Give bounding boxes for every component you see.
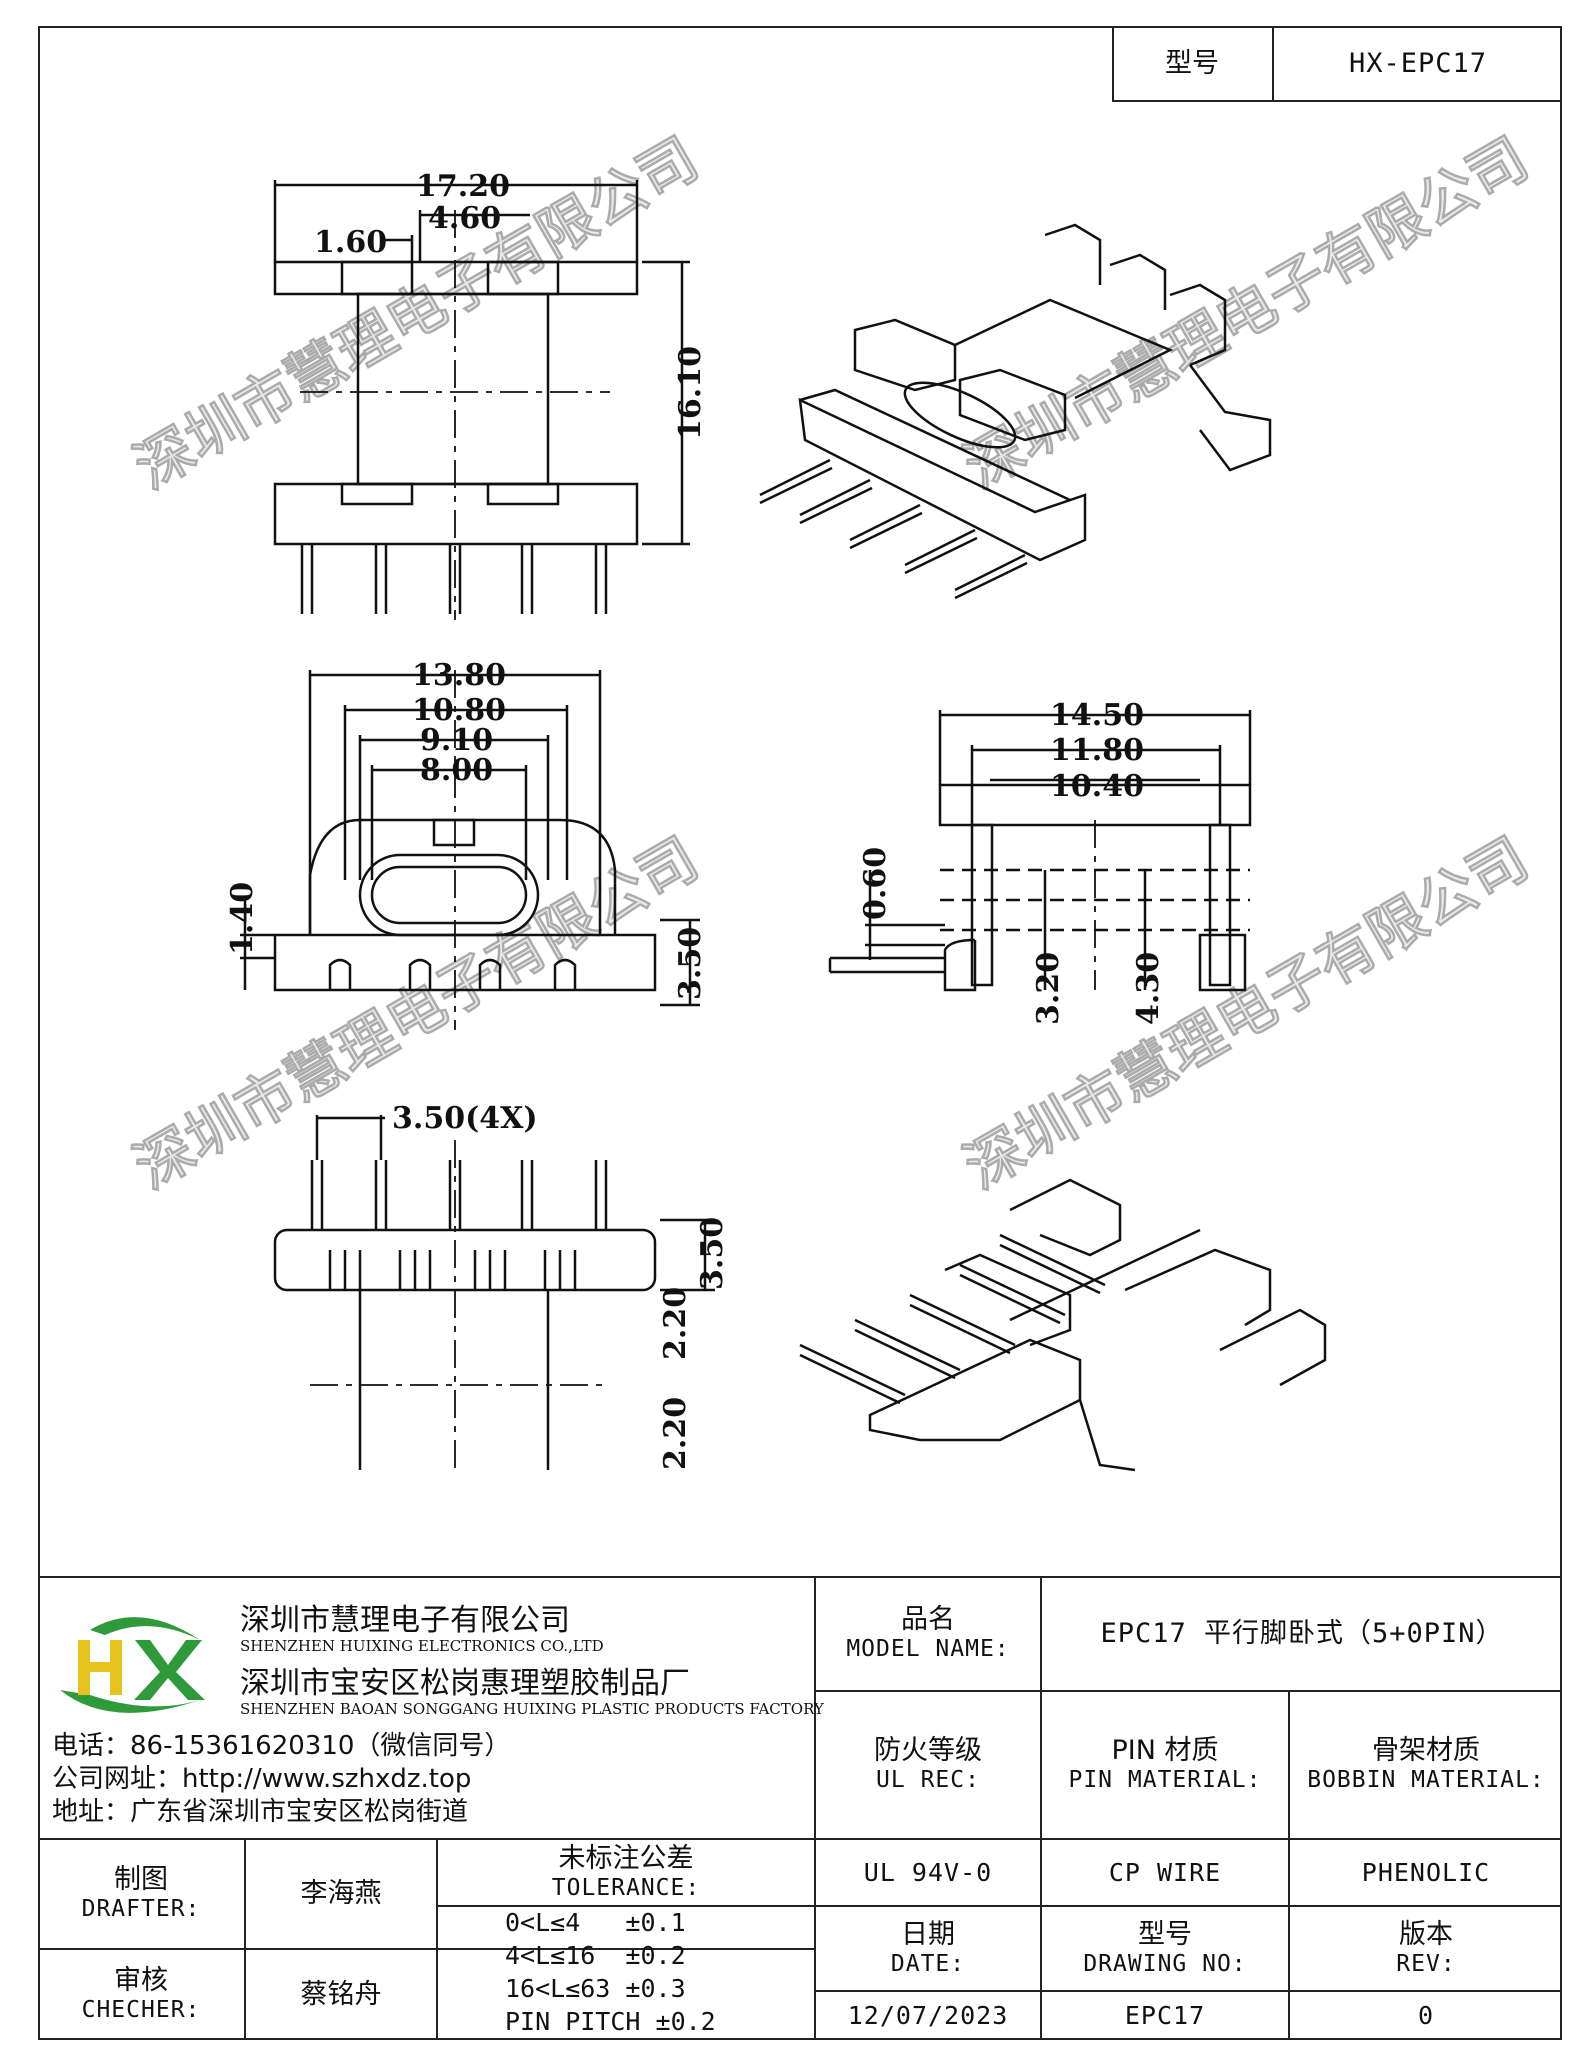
header-model-label: 型号 [1165, 47, 1219, 79]
pin-material-label: PIN 材质 PIN MATERIAL: [1042, 1692, 1288, 1838]
dim-14-50: 14.50 [1050, 698, 1144, 733]
dim-1-40: 1.40 [225, 882, 260, 955]
company-logo [50, 1600, 222, 1730]
rev-value: 0 [1417, 2001, 1435, 2030]
dim-3-50-4x: 3.50(4X) [392, 1101, 538, 1136]
rev-cn: 版本 [1399, 1918, 1453, 1950]
watermark-2: 深圳市慧理电子有限公司 [953, 124, 1540, 502]
model-name-en: MODEL NAME: [846, 1636, 1010, 1663]
end-view [828, 710, 1252, 992]
rev-label: 版本 REV: [1290, 1907, 1562, 1990]
tolerance-line-2: 4<L≤16 ±0.2 [505, 1941, 686, 1970]
watermarks: 深圳市慧理电子有限公司 深圳市慧理电子有限公司 深圳市慧理电子有限公司 深圳市慧… [122, 123, 1541, 1203]
bobbin-material-en: BOBBIN MATERIAL: [1307, 1767, 1545, 1794]
drafter-label: 制图 DRAFTER: [38, 1840, 244, 1948]
dim-16-10: 16.10 [673, 346, 708, 440]
checker-label: 审核 CHECHER: [38, 1950, 244, 2040]
factory-name-en: SHENZHEN BAOAN SONGGANG HUIXING PLASTIC … [240, 1700, 824, 1718]
bobbin-material-value: PHENOLIC [1361, 1857, 1491, 1887]
dim-13-80: 13.80 [412, 658, 506, 693]
tolerance-en: TOLERANCE: [551, 1874, 701, 1901]
tolerance-line-4: PIN PITCH ±0.2 [505, 2007, 716, 2036]
dim-2-20-b: 2.20 [658, 1397, 693, 1470]
company-website: 公司网址：http://www.szhxdz.top [52, 1764, 472, 1794]
drawing-frame [38, 26, 1562, 2040]
date-value: 12/07/2023 [847, 2001, 1009, 2030]
dim-4-60: 4.60 [428, 201, 501, 236]
ul-value: UL 94V-0 [863, 1857, 993, 1887]
drawing-no-cn: 型号 [1138, 1918, 1192, 1950]
tolerance-table: 0<L≤4 ±0.1 4<L≤16 ±0.2 16<L≤63 ±0.3 PIN … [505, 1906, 805, 2038]
dim-9-10: 9.10 [420, 723, 493, 758]
dim-2-20-a: 2.20 [658, 1287, 693, 1360]
dim-8-00: 8.00 [420, 753, 493, 788]
bobbin-material-cn: 骨架材质 [1372, 1735, 1480, 1766]
side-view [240, 670, 700, 1030]
tolerance-cn: 未标注公差 [558, 1842, 694, 1874]
checker-name: 蔡铭舟 [300, 1978, 382, 2010]
isometric-view-top [759, 223, 1272, 600]
dim-4-30: 4.30 [1131, 952, 1166, 1025]
model-name-label: 品名 MODEL NAME: [816, 1578, 1040, 1690]
model-name-cn: 品名 [901, 1604, 955, 1635]
dim-3-50-side: 3.50 [673, 927, 708, 1000]
tolerance-line-3: 16<L≤63 ±0.3 [505, 1974, 686, 2003]
date-en: DATE: [890, 1950, 966, 1977]
tolerance-label: 未标注公差 TOLERANCE: [438, 1840, 814, 1905]
drafter-en: DRAFTER: [81, 1896, 201, 1923]
dim-0-60: 0.60 [858, 847, 893, 920]
dim-10-80: 10.80 [412, 693, 506, 728]
bobbin-material-label: 骨架材质 BOBBIN MATERIAL: [1290, 1692, 1562, 1838]
technical-drawing: 深圳市慧理电子有限公司 深圳市慧理电子有限公司 深圳市慧理电子有限公司 深圳市慧… [122, 123, 1541, 1472]
date-label: 日期 DATE: [816, 1907, 1040, 1990]
header-model-box [1112, 26, 1562, 102]
drawing-no-value: EPC17 [1124, 2001, 1206, 2030]
checker-en: CHECHER: [81, 1997, 201, 2024]
company-address: 地址：广东省深圳市宝安区松岗街道 [52, 1797, 469, 1827]
pin-material-cn: PIN 材质 [1111, 1735, 1219, 1766]
company-name-en: SHENZHEN HUIXING ELECTRONICS CO.,LTD [240, 1637, 604, 1655]
dim-3-50-bottom: 3.50 [695, 1217, 730, 1290]
drafter-name: 李海燕 [300, 1877, 382, 1909]
front-view [273, 180, 690, 620]
bottom-view [273, 1115, 715, 1470]
company-name-cn: 深圳市慧理电子有限公司 [240, 1603, 570, 1638]
company-phone: 电话：86-15361620310（微信同号） [52, 1731, 511, 1761]
dim-17-20: 17.20 [416, 169, 510, 204]
dim-10-40: 10.40 [1050, 769, 1144, 804]
watermark-3: 深圳市慧理电子有限公司 [123, 824, 710, 1202]
dim-1-60: 1.60 [314, 225, 387, 260]
dim-11-80: 11.80 [1050, 733, 1144, 768]
dim-3-20: 3.20 [1031, 952, 1066, 1025]
pin-material-en: PIN MATERIAL: [1068, 1767, 1262, 1794]
ul-rec-label: 防火等级 UL REC: [816, 1692, 1040, 1838]
ul-rec-cn: 防火等级 [874, 1735, 982, 1766]
pin-material-value: CP WIRE [1108, 1857, 1222, 1887]
factory-name-cn: 深圳市宝安区松岗惠理塑胶制品厂 [240, 1666, 690, 1701]
tolerance-line-1: 0<L≤4 ±0.1 [505, 1908, 686, 1937]
date-cn: 日期 [901, 1918, 955, 1950]
isometric-view-bottom [799, 1178, 1327, 1472]
rev-en: REV: [1396, 1950, 1456, 1977]
drawing-no-label: 型号 DRAWING NO: [1042, 1907, 1288, 1990]
drawing-no-en: DRAWING NO: [1083, 1950, 1247, 1977]
checker-cn: 审核 [114, 1965, 168, 1996]
model-name-value: EPC17 平行脚卧式（5+0PIN） [1100, 1617, 1504, 1649]
ul-rec-en: UL REC: [876, 1767, 980, 1794]
header-model-value: HX-EPC17 [1348, 47, 1488, 79]
drafter-cn: 制图 [114, 1864, 168, 1895]
